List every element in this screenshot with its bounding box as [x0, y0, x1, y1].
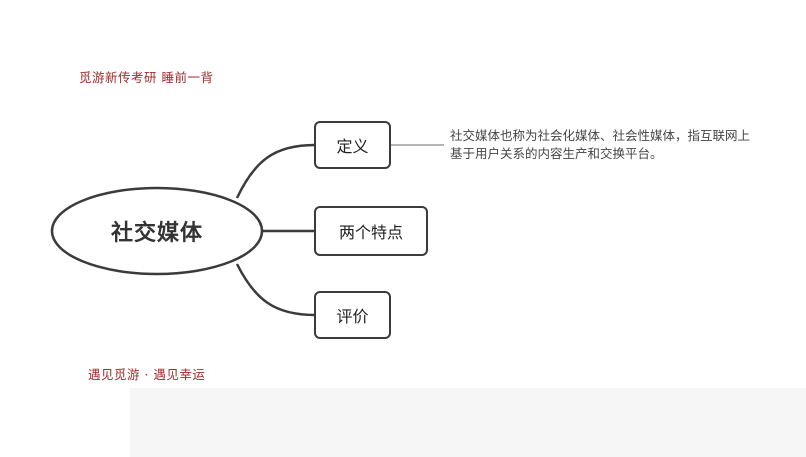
definition-note: 社交媒体也称为社会化媒体、社会性媒体，指互联网上基于用户关系的内容生产和交换平台…	[450, 128, 751, 161]
branch-node-evaluation: 评价	[314, 291, 391, 339]
bottom-background-band	[130, 388, 806, 457]
branch-label-features: 两个特点	[338, 223, 403, 242]
header-caption: 觅游新传考研 睡前一背	[79, 70, 214, 85]
footer-caption: 遇见觅游 · 遇见幸运	[88, 367, 206, 382]
connector-evaluation	[235, 263, 316, 317]
branch-label-definition: 定义	[336, 137, 369, 156]
branch-node-features: 两个特点	[314, 206, 428, 256]
connector-definition	[235, 143, 316, 199]
branch-label-evaluation: 评价	[336, 307, 369, 326]
root-node-label: 社交媒体	[110, 221, 203, 246]
branch-node-definition: 定义	[314, 121, 391, 169]
